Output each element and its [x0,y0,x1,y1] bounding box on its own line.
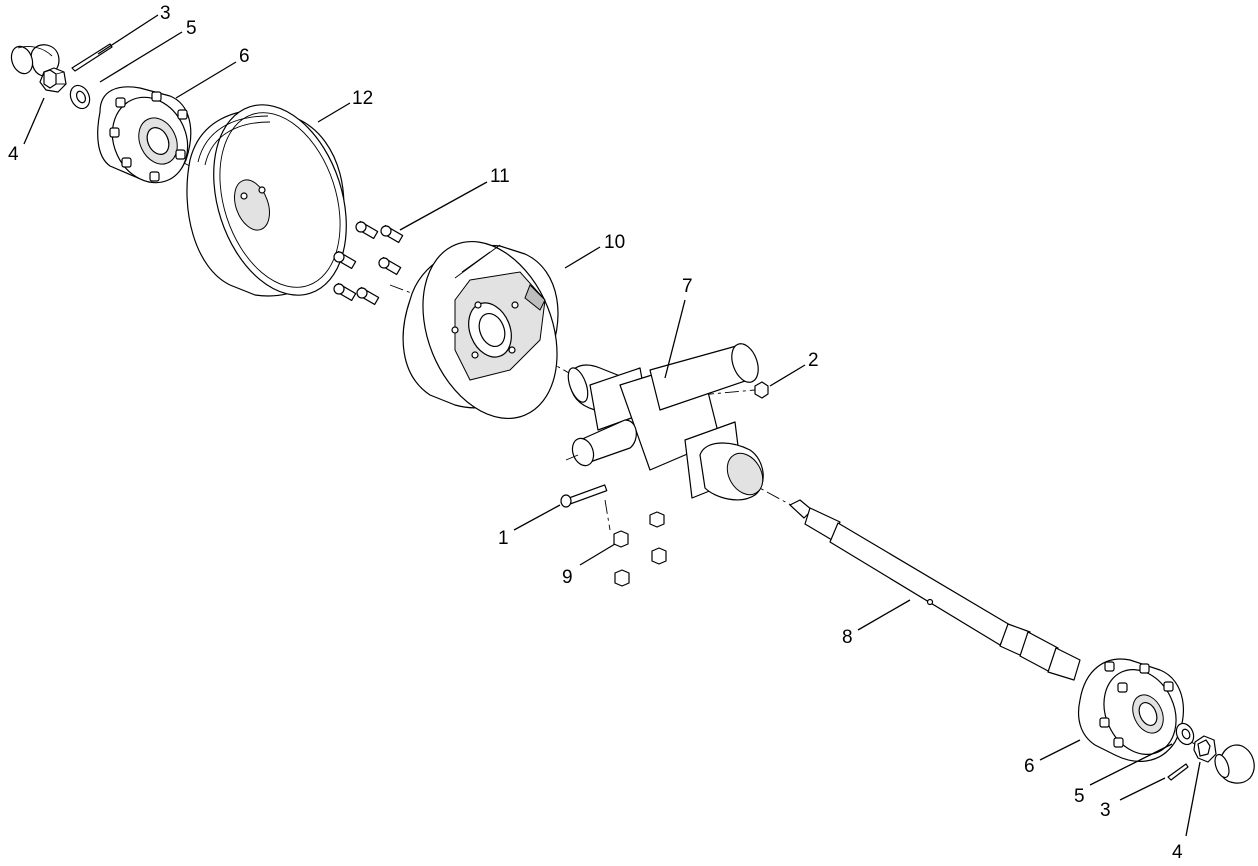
callout-11: 11 [490,166,510,187]
washer-top [69,84,91,110]
hub-bottom [1077,658,1184,762]
axle-housing [565,343,764,501]
brake-backing-plate [402,240,559,420]
callout-6-top: 6 [239,46,250,67]
callout-10: 10 [604,232,625,253]
callout-2: 2 [808,350,819,371]
bolt-set [333,220,404,306]
callout-3-top: 3 [160,3,171,24]
callout-labels: 3 5 6 4 12 11 10 7 2 1 9 8 6 5 3 4 [8,3,1183,863]
callout-3-bottom: 3 [1100,800,1111,821]
dust-cap-bottom [1214,744,1255,784]
cotter-pin-bottom [1167,763,1189,781]
callout-5-bottom: 5 [1074,786,1085,807]
callout-4-top: 4 [8,144,19,165]
callout-9: 9 [562,567,573,588]
axle-shaft [789,499,1081,681]
castle-nut-top [39,67,67,93]
leader-lines [23,14,1201,837]
callout-4-bottom: 4 [1172,842,1183,863]
callout-1: 1 [498,528,509,549]
long-bolt [560,484,608,508]
washer-bottom [1175,722,1195,746]
callout-8: 8 [842,627,853,648]
nut-set [613,511,667,587]
callout-5-top: 5 [186,18,197,39]
brake-drum [186,104,347,297]
hub-top [97,86,192,184]
callout-12: 12 [352,88,373,109]
dust-cap-top [10,44,60,77]
callout-7: 7 [682,276,693,297]
callout-6-bottom: 6 [1024,756,1035,777]
nut-2 [754,381,769,399]
castle-nut-bottom [1193,735,1217,763]
